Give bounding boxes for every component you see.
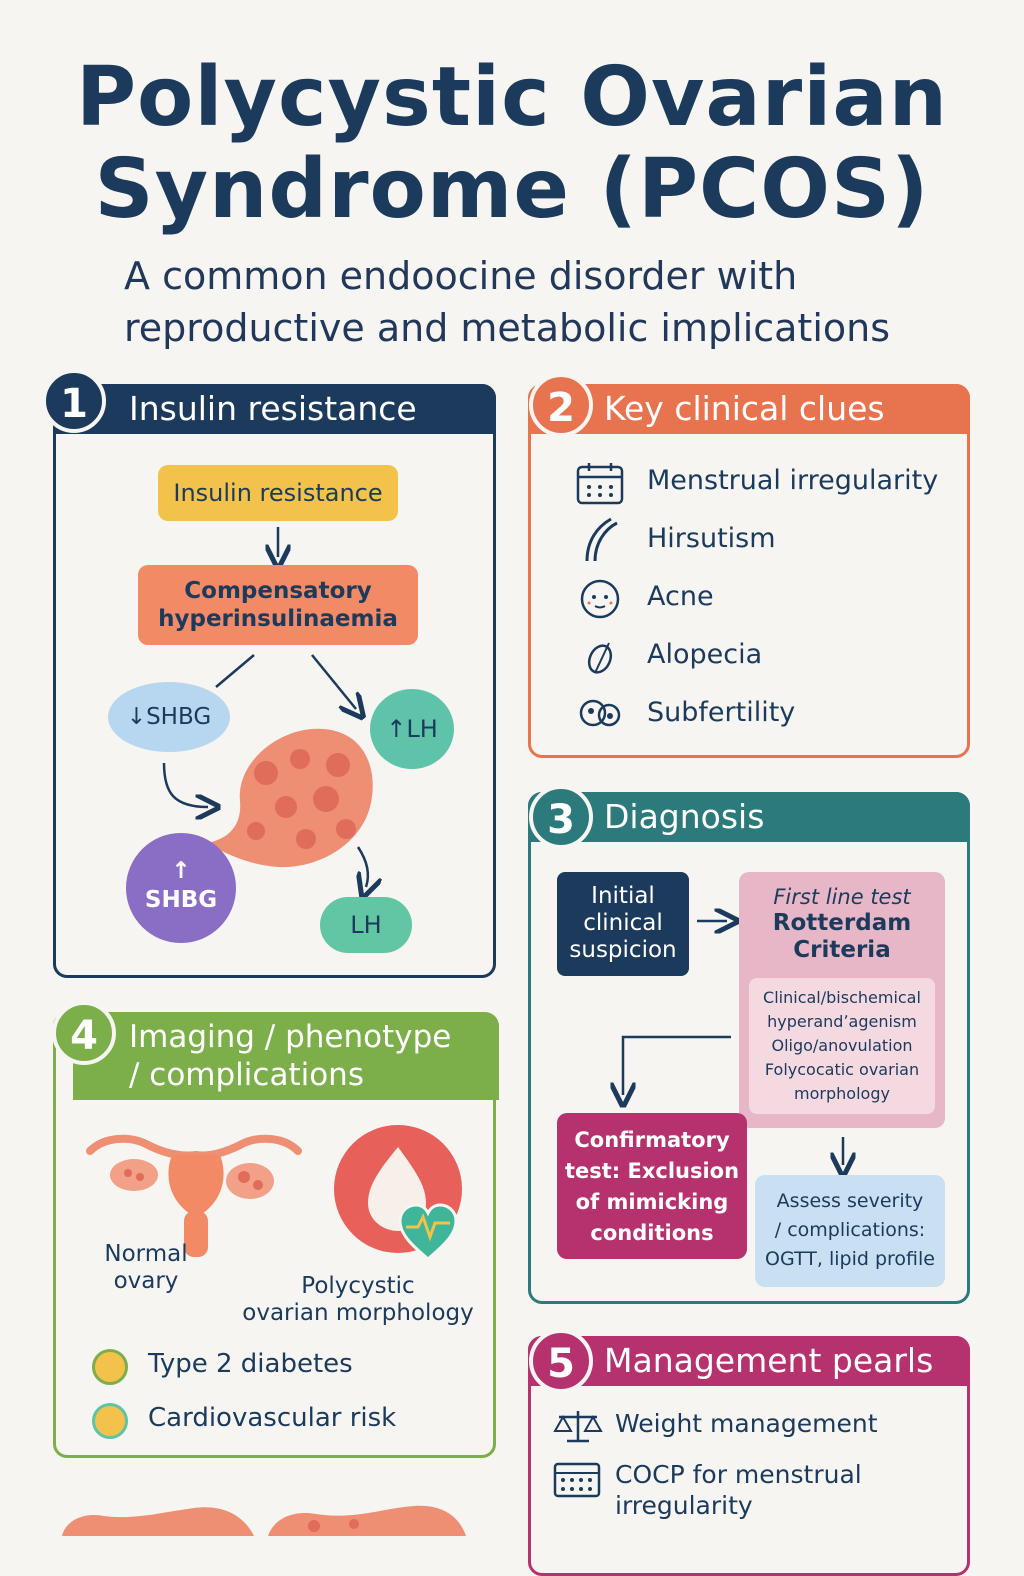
panel-3-number: 3 [529, 785, 593, 849]
decorative-uterus-icons [62, 1505, 466, 1536]
subtitle-line-1: A common endoocine disorder with [124, 254, 798, 298]
subtitle: A common endoocine disorder with reprodu… [124, 250, 944, 354]
criteria-line-4: Folycocatic ovarian [764, 1060, 920, 1079]
confirmatory-test-box: Confirmatory test: Exclusion of mimickin… [557, 1113, 747, 1259]
panel-4-title-line-2: / complications [129, 1057, 364, 1093]
face-icon [580, 579, 620, 619]
assess-line-2: / complications: [774, 1219, 926, 1241]
compensatory-hyperinsulinaemia-box: Compensatory hyperinsulinaemia [138, 565, 418, 645]
scale-icon [553, 1411, 603, 1443]
lh-up-bubble: ↑LH [370, 689, 454, 769]
panel-insulin-resistance: Insulin resistance 1 Insulin resistance … [42, 369, 496, 978]
mgmt-cocp-line-1: COCP for menstrual [615, 1460, 862, 1489]
normal-ovary-label: Normal ovary [86, 1241, 206, 1295]
bullet-diabetes [92, 1349, 128, 1385]
shbg-up-bubble: ↑ SHBG [126, 833, 236, 943]
pill-pack-icon [553, 1462, 601, 1498]
panel-diagnosis: Diagnosis 3 Initial clinical suspicion F… [528, 785, 971, 1305]
criteria-line-3: Oligo/anovulation [771, 1036, 913, 1055]
normal-line-1: Normal [104, 1241, 188, 1267]
poly-line-2: ovarian morphology [242, 1300, 474, 1326]
uterus-icon [86, 1134, 302, 1257]
mgmt-weight: Weight management [615, 1409, 878, 1438]
confirm-line-1: Confirmatory [574, 1128, 730, 1152]
lh-bubble: LH [320, 897, 412, 953]
rotterdam-box: First line test Rotterdam Criteria Clini… [739, 872, 945, 1128]
hair-strand-icon [587, 642, 613, 674]
panel-4-title-line-1: Imaging / phenotype [129, 1019, 452, 1055]
rotterdam-line-2: Criteria [793, 937, 891, 963]
panel-imaging-phenotype: Imaging / phenotype / complications 4 No… [52, 1001, 499, 1458]
risk-cardiovascular: Cardiovascular risk [148, 1403, 397, 1433]
confirm-line-4: conditions [590, 1221, 714, 1245]
panel-1-number: 1 [42, 369, 106, 433]
initial-line-3: suspicion [569, 937, 677, 963]
subtitle-line-2: reproductive and metabolic implications [124, 306, 891, 350]
hair-icon [585, 517, 618, 562]
panel-1-arrows [162, 527, 496, 977]
panel-1-title: Insulin resistance [129, 389, 417, 428]
comp-line-2: hyperinsulinaemia [158, 606, 398, 632]
ovum-icon [579, 699, 621, 727]
panel-5-title: Management pearls [604, 1341, 934, 1380]
panel-2-number: 2 [529, 373, 593, 437]
panel-2-header: Key clinical clues [528, 384, 970, 434]
panel-4-header: Imaging / phenotype / complications [73, 1012, 499, 1100]
insulin-resistance-box: Insulin resistance [158, 465, 398, 521]
mgmt-cocp-line-2: irregularity [615, 1491, 753, 1520]
clue-acne: Acne [647, 581, 714, 612]
criteria-line-1: Clinical/bischemical [763, 988, 921, 1007]
initial-line-1: Initial [591, 883, 655, 909]
panel-2-title: Key clinical clues [604, 389, 885, 428]
assess-line-3: OGTT, lipid profile [765, 1248, 935, 1270]
criteria-line-2: hyperandʼagenism [767, 1012, 917, 1031]
rotterdam-line-1: Rotterdam [772, 910, 912, 936]
shbg-down-bubble: ↓SHBG [108, 682, 230, 752]
panel-4-number: 4 [52, 1001, 116, 1065]
clue-menstrual: Menstrual irregularity [647, 465, 939, 496]
title-line-1: Polycystic Ovarian [75, 50, 949, 145]
calendar-icon [576, 463, 624, 505]
panel-3-title: Diagnosis [604, 797, 765, 836]
first-line-test: First line test [773, 885, 911, 909]
shbg-up-arrow: ↑ [171, 858, 191, 884]
panel-5-header: Management pearls [528, 1336, 970, 1386]
polycystic-morphology-label: Polycystic ovarian morphology [228, 1273, 488, 1327]
polycystic-icon [334, 1125, 462, 1261]
normal-line-2: ovary [113, 1268, 179, 1294]
assess-severity-box: Assess severity / complications: OGTT, l… [755, 1175, 945, 1287]
page-title: Polycystic Ovarian Syndrome (PCOS) [0, 52, 1024, 236]
initial-suspicion-box: Initial clinical suspicion [557, 872, 689, 976]
clue-hirsutism: Hirsutism [647, 523, 776, 554]
criteria-list: Clinical/bischemical hyperandʼagenism Ol… [749, 978, 935, 1114]
clue-alopecia: Alopecia [647, 639, 763, 670]
panel-key-clinical-clues: Key clinical clues 2 Menstrual irregular… [528, 373, 970, 758]
clue-subfertility: Subfertility [647, 697, 796, 728]
initial-line-2: clinical [583, 910, 663, 936]
confirm-line-2: test: Exclusion [564, 1159, 740, 1183]
bullet-cardio [92, 1403, 128, 1439]
shbg-up-label: SHBG [144, 887, 218, 913]
panel-5-number: 5 [529, 1329, 593, 1393]
assess-line-1: Assess severity [776, 1190, 924, 1212]
panel-3-header: Diagnosis [528, 792, 970, 842]
title-line-2: Syndrome (PCOS) [94, 142, 930, 237]
criteria-line-5: morphology [794, 1084, 890, 1103]
comp-line-1: Compensatory [184, 578, 372, 604]
mgmt-cocp: COCP for menstrual irregularity [615, 1459, 862, 1521]
panel-1-header: Insulin resistance [53, 384, 496, 434]
confirm-line-3: of mimicking [575, 1190, 729, 1214]
poly-line-1: Polycystic [301, 1273, 415, 1299]
panel-management-pearls: Management pearls 5 Weight management CO… [528, 1329, 970, 1576]
panel-3-arrows [531, 795, 971, 1305]
risk-type2-diabetes: Type 2 diabetes [148, 1349, 353, 1379]
